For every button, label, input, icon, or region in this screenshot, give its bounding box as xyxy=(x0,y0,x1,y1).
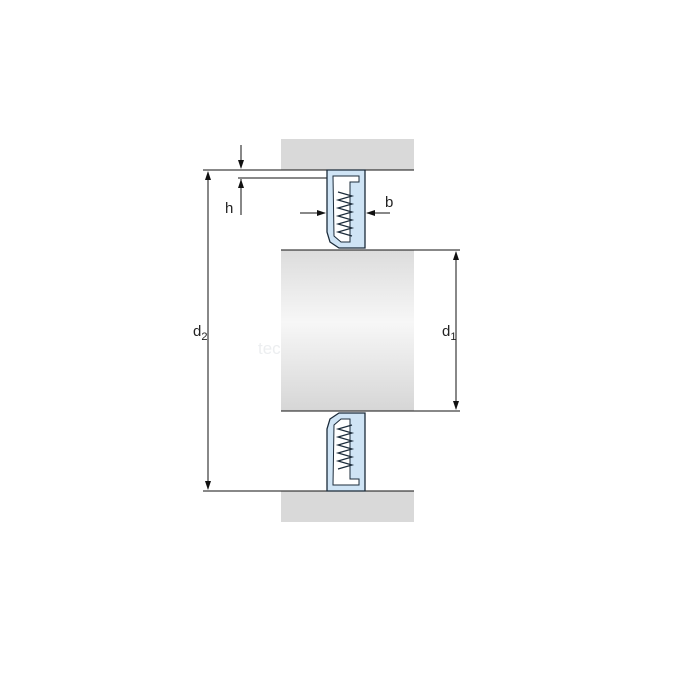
spring-icon xyxy=(335,424,355,470)
label-d1: d1 xyxy=(442,323,456,343)
seal-lower xyxy=(326,412,366,492)
label-d1-sub: 1 xyxy=(450,331,456,343)
label-h: h xyxy=(225,200,233,217)
arrow-down-icon xyxy=(205,481,211,490)
dimension-d1 xyxy=(453,251,459,410)
housing-top xyxy=(281,139,414,170)
arrow-left-icon xyxy=(366,210,375,216)
dimension-d2 xyxy=(205,171,211,490)
arrow-down-icon xyxy=(453,401,459,410)
arrow-up-icon xyxy=(453,251,459,260)
arrow-right-icon xyxy=(317,210,326,216)
label-d2-main: d xyxy=(193,323,201,340)
dimension-h xyxy=(238,145,244,215)
dimension-b xyxy=(300,210,390,216)
arrow-up-icon xyxy=(205,171,211,180)
spring-icon xyxy=(335,191,355,237)
label-d2: d2 xyxy=(193,323,207,343)
arrow-up-icon xyxy=(238,179,244,188)
shaft xyxy=(281,250,414,411)
label-b: b xyxy=(385,194,393,211)
label-d1-main: d xyxy=(442,323,450,340)
housing-bottom xyxy=(281,491,414,522)
label-d2-sub: 2 xyxy=(201,331,207,343)
arrow-down-icon xyxy=(238,160,244,169)
reference-lines xyxy=(203,169,460,492)
seal-upper xyxy=(326,169,366,249)
